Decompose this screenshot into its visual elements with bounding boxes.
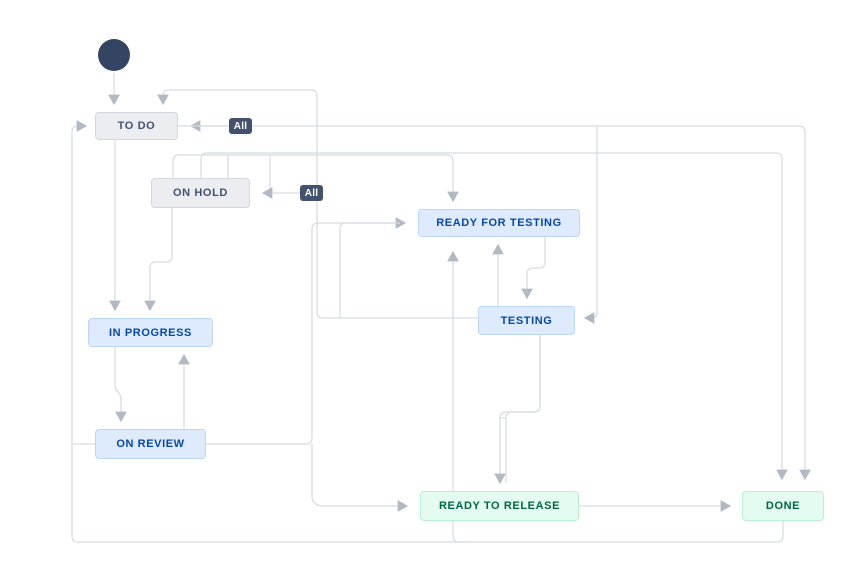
- edge-testing-to-rft-left: [339, 222, 400, 318]
- status-node-todo[interactable]: TO DO: [95, 112, 178, 140]
- edge-todo-to-done: [178, 125, 811, 481]
- badge-label: All: [233, 120, 248, 132]
- status-node-inprogress[interactable]: IN PROGRESS: [88, 318, 213, 347]
- status-node-done[interactable]: DONE: [742, 491, 824, 521]
- status-label: READY TO RELEASE: [438, 500, 561, 512]
- status-node-onreview[interactable]: ON REVIEW: [95, 429, 206, 459]
- start-node[interactable]: [98, 39, 130, 71]
- edge-testing-to-todo: [157, 89, 478, 319]
- edge-onreview-to-rft: [206, 217, 407, 445]
- status-label: TO DO: [117, 120, 156, 132]
- edge-done-to-rft: [447, 250, 470, 543]
- edge-testing-to-rtr: [499, 335, 541, 483]
- edge-onreview-to-rtr: [311, 444, 409, 512]
- status-node-testing[interactable]: TESTING: [478, 306, 575, 335]
- status-label: DONE: [765, 500, 801, 512]
- edge-todo-to-testing: [583, 126, 598, 324]
- status-label: TESTING: [500, 314, 553, 327]
- all-transition-badge-onhold[interactable]: All: [300, 185, 323, 201]
- status-node-readyfortesting[interactable]: READY FOR TESTING: [418, 209, 580, 237]
- status-label: IN PROGRESS: [108, 326, 192, 339]
- status-label: ON HOLD: [173, 187, 228, 199]
- status-label: ON REVIEW: [116, 438, 185, 450]
- all-transition-badge-todo[interactable]: All: [229, 118, 252, 134]
- status-node-onhold[interactable]: ON HOLD: [151, 178, 250, 208]
- edge-inprogress-to-onreview: [114, 347, 127, 423]
- edge-rft-to-testing: [521, 237, 546, 300]
- edge-loop-into-onhold: [263, 155, 271, 194]
- edge-onhold-to-rft: [172, 154, 459, 203]
- edge-onhold-to-done: [200, 152, 788, 481]
- edge-testing-to-rtr-arrow: [494, 335, 541, 485]
- edge-onhold-to-inprogress: [144, 208, 173, 312]
- status-label: READY FOR TESTING: [436, 217, 562, 229]
- status-node-readytorelease[interactable]: READY TO RELEASE: [420, 491, 579, 521]
- badge-label: All: [304, 187, 319, 199]
- edge-done-to-todo: [71, 120, 784, 543]
